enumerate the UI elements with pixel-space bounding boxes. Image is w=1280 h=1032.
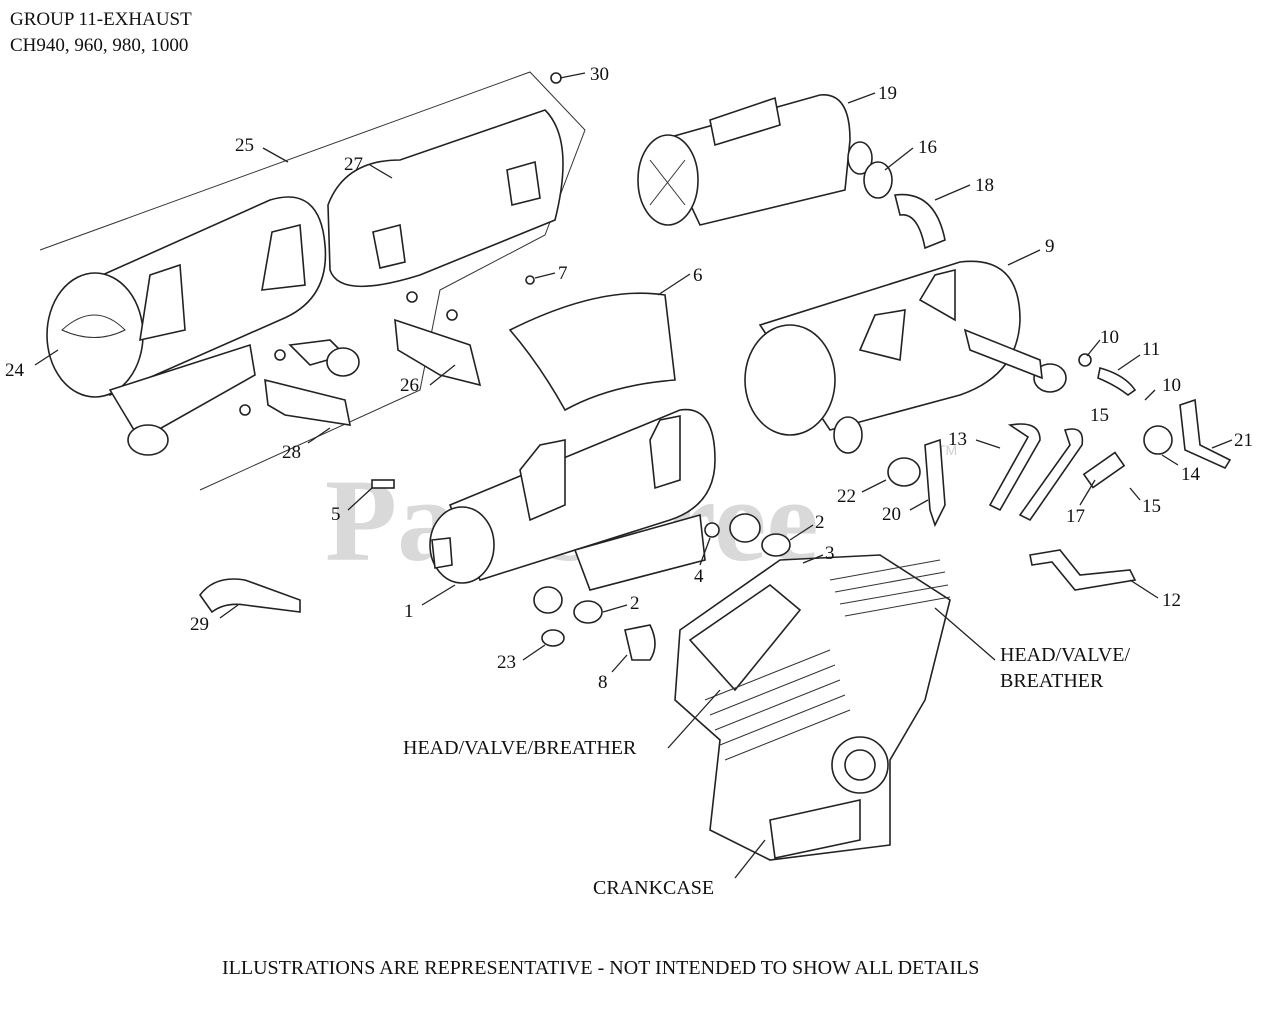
callout-26: 26 bbox=[400, 375, 419, 396]
callout-25: 25 bbox=[235, 135, 254, 156]
watermark-tm: TM bbox=[937, 442, 957, 458]
head-valve-breather-label-right-line2: BREATHER bbox=[1000, 670, 1104, 692]
diagram-title: GROUP 11-EXHAUST bbox=[10, 9, 192, 30]
muffler-9 bbox=[744, 260, 1137, 454]
callout-1: 1 bbox=[404, 601, 414, 622]
callout-29: 29 bbox=[190, 614, 209, 635]
callout-24: 24 bbox=[5, 360, 25, 381]
muffler-1 bbox=[429, 408, 761, 614]
callout-30: 30 bbox=[590, 64, 609, 85]
callout-10b: 10 bbox=[1162, 375, 1181, 396]
callout-labels: 30 19 16 18 25 27 9 7 6 24 26 28 10 11 1… bbox=[5, 64, 1253, 693]
model-list: CH940, 960, 980, 1000 bbox=[10, 35, 188, 56]
callout-27: 27 bbox=[344, 154, 363, 175]
callout-14: 14 bbox=[1181, 464, 1201, 485]
muffler-shield-group bbox=[39, 71, 586, 491]
callout-4: 4 bbox=[694, 566, 704, 587]
small-parts bbox=[199, 398, 1232, 661]
callout-2b: 2 bbox=[630, 593, 640, 614]
callout-10a: 10 bbox=[1100, 327, 1119, 348]
crankcase-label: CRANKCASE bbox=[593, 877, 714, 899]
callout-2a: 2 bbox=[815, 512, 825, 533]
callout-18: 18 bbox=[975, 175, 994, 196]
leader-lines bbox=[34, 72, 1233, 879]
callout-12: 12 bbox=[1162, 590, 1181, 611]
callout-15a: 15 bbox=[1090, 405, 1109, 426]
callout-9: 9 bbox=[1045, 236, 1055, 257]
head-valve-breather-label-right-line1: HEAD/VALVE/ bbox=[1000, 644, 1130, 666]
callout-15b: 15 bbox=[1142, 496, 1161, 517]
callout-17: 17 bbox=[1066, 506, 1085, 527]
callout-16: 16 bbox=[918, 137, 937, 158]
callout-6: 6 bbox=[693, 265, 703, 286]
engine-assembly bbox=[674, 554, 951, 861]
callout-23: 23 bbox=[497, 652, 516, 673]
callout-3: 3 bbox=[825, 543, 835, 564]
callout-28: 28 bbox=[282, 442, 301, 463]
callout-21: 21 bbox=[1234, 430, 1253, 451]
disclaimer-note: ILLUSTRATIONS ARE REPRESENTATIVE - NOT I… bbox=[222, 957, 979, 979]
callout-7: 7 bbox=[558, 263, 568, 284]
callout-20: 20 bbox=[882, 504, 901, 525]
callout-13: 13 bbox=[948, 429, 967, 450]
callout-19: 19 bbox=[878, 83, 897, 104]
muffler-19 bbox=[637, 94, 946, 250]
callout-22: 22 bbox=[837, 486, 856, 507]
head-valve-breather-label-left: HEAD/VALVE/BREATHER bbox=[403, 737, 637, 759]
callout-11: 11 bbox=[1142, 339, 1160, 360]
callout-5: 5 bbox=[331, 504, 341, 525]
callout-8: 8 bbox=[598, 672, 608, 693]
heat-shield-6 bbox=[508, 292, 676, 412]
